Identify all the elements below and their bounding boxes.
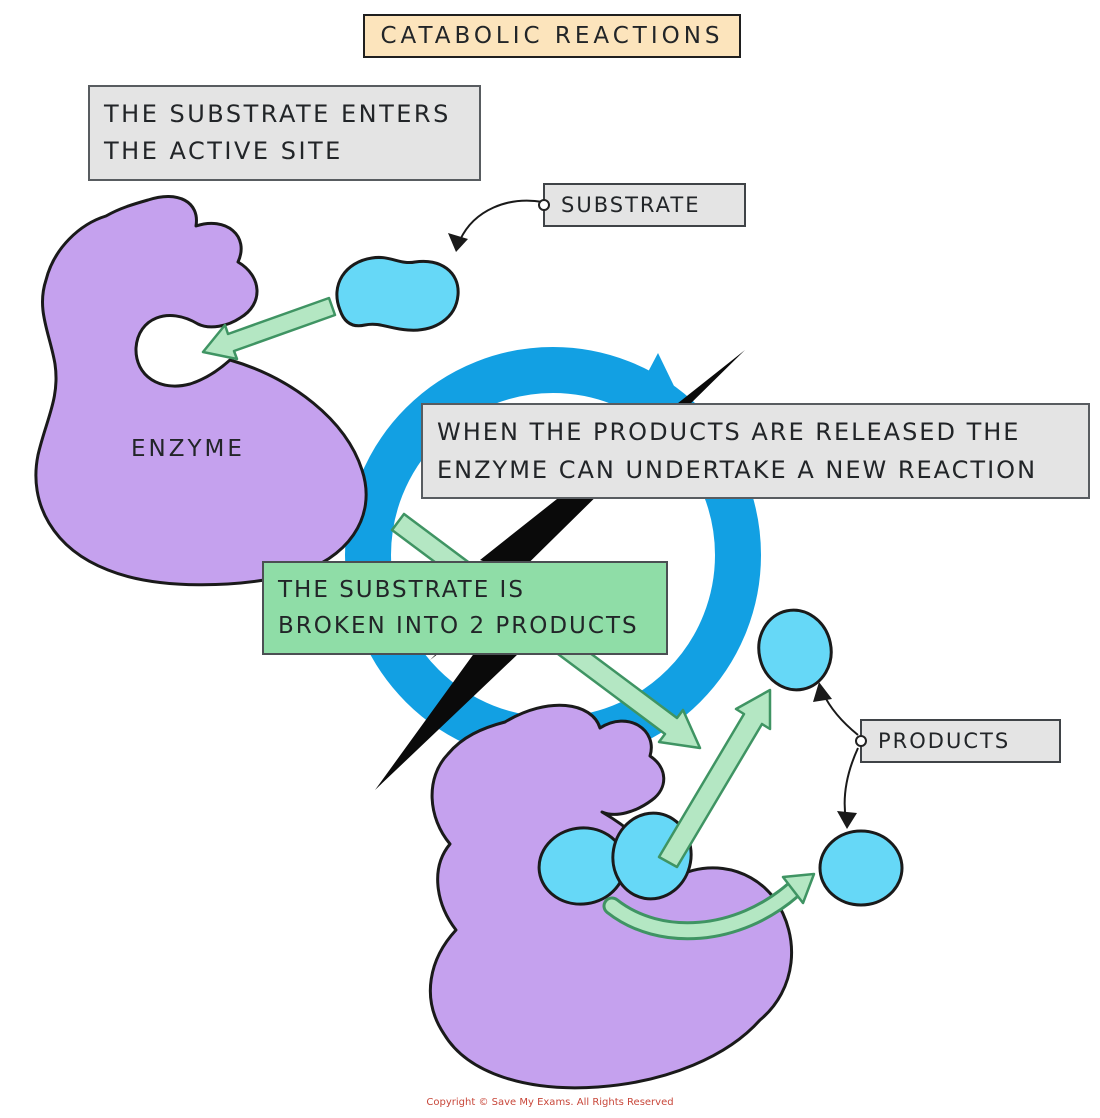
lightning-bolt-icon: [375, 350, 745, 790]
product-blob-1: [757, 608, 833, 692]
tag-hole-icon: [855, 735, 867, 747]
arrow-release-product-2-head: [781, 872, 816, 905]
products-pointer-down: [843, 747, 859, 821]
products-pointer-up-head-icon: [813, 682, 832, 702]
title-box: CATABOLIC REACTIONS: [363, 14, 741, 58]
substrate-enters-label: THE SUBSTRATE ENTERS THE ACTIVE SITE: [88, 85, 481, 181]
products-released-line2: ENZYME CAN UNDERTAKE A NEW REACTION: [437, 456, 1038, 484]
enzyme-2-shape: [428, 703, 793, 1090]
broken-products-line2: BROKEN INTO 2 PRODUCTS: [278, 613, 639, 639]
products-released-label: WHEN THE PRODUCTS ARE RELEASED THE ENZYM…: [421, 403, 1090, 499]
substrate-tag: SUBSTRATE: [538, 183, 746, 227]
substrate-enters-line2: THE ACTIVE SITE: [104, 137, 343, 165]
products-tag: PRODUCTS: [855, 719, 1061, 763]
copyright-text: Copyright © Save My Exams. All Rights Re…: [426, 1097, 674, 1108]
products-tag-label: PRODUCTS: [878, 729, 1011, 753]
substrate-pointer: [459, 199, 544, 241]
arrow-release-product-2: [605, 883, 800, 938]
product-blob-2: [818, 829, 904, 907]
arrow-substrate-to-enzyme: [201, 296, 337, 361]
broken-products-label: THE SUBSTRATE IS BROKEN INTO 2 PRODUCTS: [262, 561, 668, 655]
enzyme-1-shape: [34, 195, 368, 587]
substrate-blob: [335, 255, 460, 332]
substrate-pointer-head-icon: [448, 233, 468, 252]
substrate-enters-line1: THE SUBSTRATE ENTERS: [104, 100, 451, 128]
tag-hole-icon: [538, 199, 550, 211]
broken-products-line1: THE SUBSTRATE IS: [278, 577, 525, 603]
products-pointer-down-head-icon: [837, 811, 857, 829]
substrate-tag-label: SUBSTRATE: [561, 193, 701, 217]
enzyme-label: ENZYME: [131, 436, 245, 462]
products-released-line1: WHEN THE PRODUCTS ARE RELEASED THE: [437, 418, 1021, 446]
arrow-release-product-1: [657, 688, 772, 869]
